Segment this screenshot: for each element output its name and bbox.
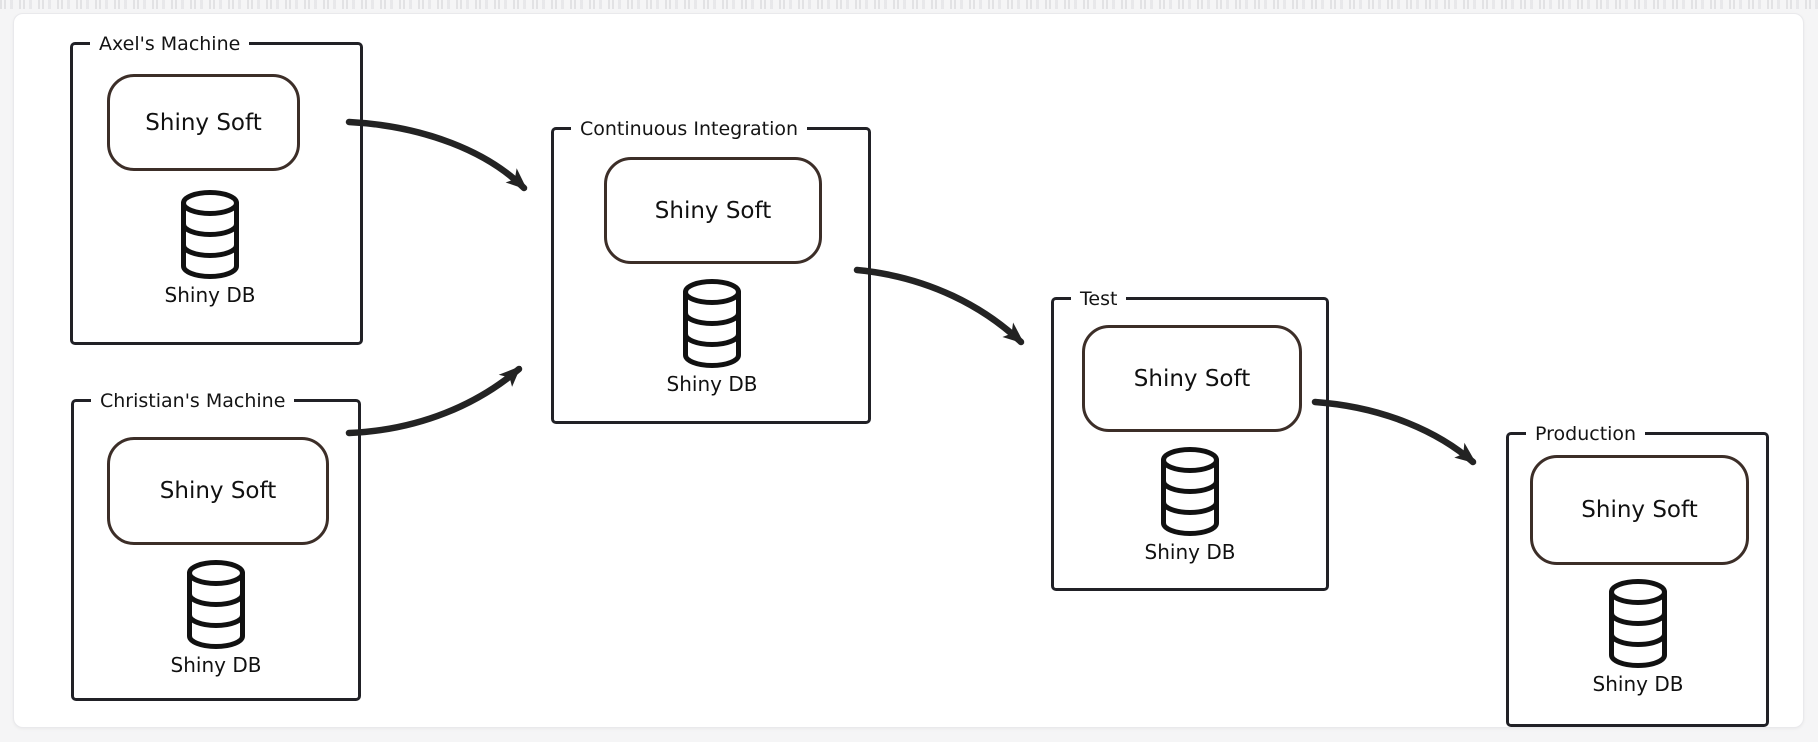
shiny-soft-node: Shiny Soft: [604, 157, 822, 264]
diagram-canvas: Axel's Machine Shiny Soft Shiny DB Chris…: [13, 13, 1804, 728]
frame-title: Production: [1526, 422, 1646, 446]
frame-continuous-integration: Continuous Integration Shiny Soft Shiny …: [551, 117, 871, 424]
shiny-db-node: Shiny DB: [171, 560, 261, 677]
shiny-soft-label: Shiny Soft: [145, 109, 262, 136]
frame-production: Production Shiny Soft Shiny DB: [1506, 422, 1769, 727]
shiny-db-node: Shiny DB: [165, 190, 255, 307]
background-texture: [0, 0, 1818, 9]
frame-christians-machine: Christian's Machine Shiny Soft Shiny DB: [71, 389, 361, 701]
database-icon: [181, 190, 239, 279]
shiny-soft-node: Shiny Soft: [1530, 455, 1749, 565]
database-icon: [187, 560, 245, 649]
shiny-db-node: Shiny DB: [667, 279, 757, 396]
shiny-db-node: Shiny DB: [1145, 447, 1235, 564]
shiny-soft-label: Shiny Soft: [1581, 497, 1698, 523]
database-icon: [1161, 447, 1219, 536]
shiny-db-label: Shiny DB: [1592, 672, 1684, 696]
frame-title: Christian's Machine: [91, 389, 295, 413]
frame-title: Test: [1071, 287, 1127, 311]
frame-axels-machine: Axel's Machine Shiny Soft Shiny DB: [70, 32, 363, 345]
shiny-db-label: Shiny DB: [170, 653, 262, 677]
shiny-db-node: Shiny DB: [1593, 579, 1683, 696]
shiny-db-label: Shiny DB: [666, 372, 758, 396]
database-icon: [683, 279, 741, 368]
shiny-db-label: Shiny DB: [164, 283, 256, 307]
shiny-db-label: Shiny DB: [1144, 540, 1236, 564]
shiny-soft-label: Shiny Soft: [654, 197, 772, 224]
shiny-soft-node: Shiny Soft: [1082, 325, 1302, 432]
database-icon: [1609, 579, 1667, 668]
shiny-soft-node: Shiny Soft: [107, 437, 329, 545]
shiny-soft-label: Shiny Soft: [1133, 365, 1251, 392]
frame-title: Axel's Machine: [90, 32, 250, 56]
shiny-soft-node: Shiny Soft: [107, 74, 300, 171]
shiny-soft-label: Shiny Soft: [159, 478, 277, 504]
frame-test: Test Shiny Soft Shiny DB: [1051, 287, 1329, 591]
frame-title: Continuous Integration: [571, 117, 808, 141]
